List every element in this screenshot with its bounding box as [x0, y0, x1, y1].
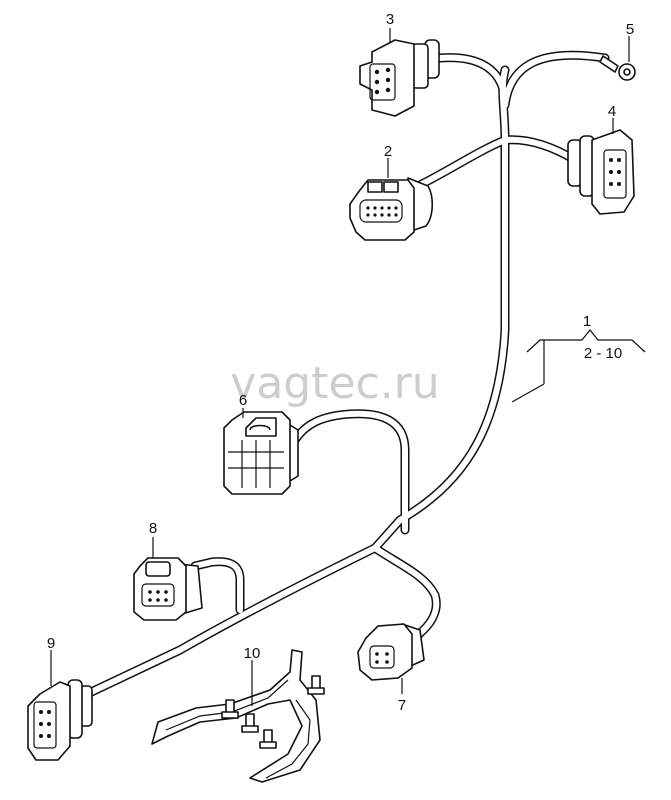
callout-7: 7 — [398, 697, 406, 714]
callout-8: 8 — [149, 520, 157, 537]
ring-terminal-5-icon — [599, 55, 636, 81]
connector-3-icon — [359, 39, 440, 117]
connector-4-icon — [567, 129, 635, 215]
callout-1-range: 2 - 10 — [584, 345, 622, 362]
callout-9: 9 — [47, 635, 55, 652]
callout-2: 2 — [384, 143, 392, 160]
callout-5: 5 — [626, 21, 634, 38]
callout-leaders — [50, 28, 646, 706]
callout-1: 1 — [583, 313, 591, 330]
bracket-10-icon — [151, 649, 325, 783]
callout-3: 3 — [386, 11, 394, 28]
callout-6: 6 — [239, 392, 247, 409]
stud-icon — [259, 729, 277, 749]
connector-2-icon — [349, 177, 434, 241]
callout-labels: 3 2 4 5 1 2 - 10 6 8 9 10 7 — [47, 11, 634, 714]
watermark-text: vagtec.ru — [230, 358, 439, 409]
connector-6-icon — [223, 411, 299, 495]
stud-icon — [307, 675, 325, 695]
callout-4: 4 — [608, 103, 616, 120]
connector-9-icon — [27, 679, 93, 761]
stud-icon — [241, 713, 259, 733]
callout-10: 10 — [244, 645, 261, 662]
stud-icon — [221, 699, 239, 719]
connector-8-icon — [133, 557, 203, 621]
connector-7-icon — [357, 623, 425, 681]
